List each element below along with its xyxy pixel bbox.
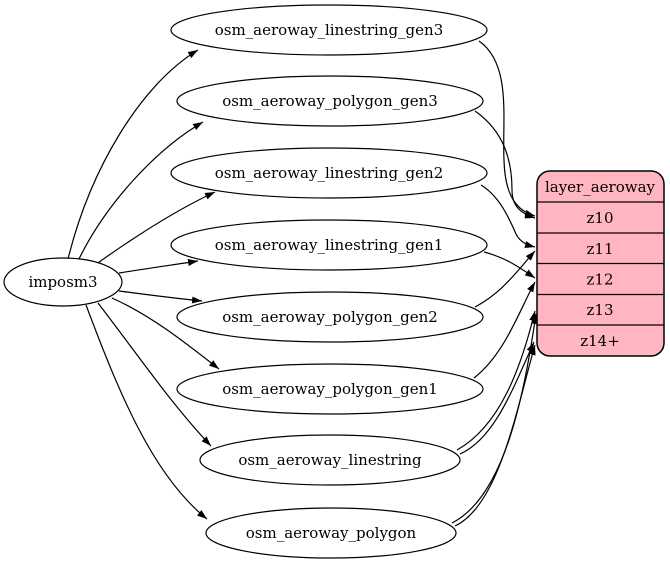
- table-shape: [170, 4, 488, 56]
- edge-polygon-to-z13: [451, 313, 538, 524]
- table-label: osm_aeroway_linestring_gen1: [215, 236, 444, 254]
- table-shape: [170, 219, 488, 271]
- node-osm-aeroway-linestring-gen1: osm_aeroway_linestring_gen1: [170, 219, 488, 271]
- edge-imposm3-to-polygon-gen1: [111, 297, 220, 370]
- table-shape: [176, 75, 484, 127]
- edge-polygon-gen3-to-z10: [474, 110, 536, 219]
- edge-polygon-gen1-to-z12: [473, 281, 536, 379]
- imposm3-label: imposm3: [28, 273, 97, 291]
- layer-aeroway-title: layer_aeroway: [545, 178, 656, 196]
- edge-imposm3-to-polygon-gen3: [77, 121, 204, 262]
- zoom-row-z13: z13: [587, 301, 614, 319]
- edge-imposm3-to-linestring-gen2: [94, 191, 216, 266]
- imposm3-shape: [3, 257, 123, 307]
- zoom-row-z10: z10: [587, 209, 614, 227]
- table-label: osm_aeroway_polygon_gen2: [222, 308, 438, 326]
- table-label: osm_aeroway_polygon: [246, 524, 417, 542]
- edge-linestring-gen3-to-z10: [478, 40, 536, 217]
- zoom-row-z11: z11: [587, 240, 614, 258]
- table-shape: [170, 147, 488, 199]
- table-label: osm_aeroway_polygon_gen1: [222, 380, 438, 398]
- node-osm-aeroway-polygon-gen1: osm_aeroway_polygon_gen1: [176, 363, 484, 415]
- table-shape: [199, 434, 461, 486]
- edge-polygon-to-z14: [454, 344, 536, 527]
- table-shape: [176, 363, 484, 415]
- edge-linestring-to-z13: [456, 310, 537, 451]
- node-osm-aeroway-linestring-gen2: osm_aeroway_linestring_gen2: [170, 147, 488, 199]
- edge-polygon-gen2-to-z11: [474, 250, 536, 308]
- edge-imposm3-to-linestring: [97, 302, 212, 447]
- table-label: osm_aeroway_linestring: [238, 451, 422, 469]
- table-shape: [205, 507, 457, 559]
- table-label: osm_aeroway_polygon_gen3: [222, 92, 438, 110]
- zoom-row-z12: z12: [587, 271, 614, 289]
- edge-linestring-to-z14: [459, 341, 535, 455]
- node-osm-aeroway-polygon-gen3: osm_aeroway_polygon_gen3: [176, 75, 484, 127]
- edge-imposm3-to-linestring-gen3: [67, 49, 199, 260]
- edge-linestring-gen1-to-z12: [483, 251, 536, 279]
- edge-linestring-gen2-to-z11: [480, 184, 536, 248]
- edges-from-source: [67, 49, 220, 520]
- node-osm-aeroway-linestring-gen3: osm_aeroway_linestring_gen3: [170, 4, 488, 56]
- table-label: osm_aeroway_linestring_gen3: [215, 21, 444, 39]
- edge-imposm3-to-linestring-gen1: [118, 259, 199, 274]
- node-osm-aeroway-polygon-gen2: osm_aeroway_polygon_gen2: [176, 291, 484, 343]
- table-shape: [176, 291, 484, 343]
- edges-to-layer: [451, 40, 538, 527]
- table-label: osm_aeroway_linestring_gen2: [215, 164, 444, 182]
- zoom-row-z14plus: z14+: [580, 332, 620, 350]
- edge-imposm3-to-polygon: [85, 304, 208, 520]
- node-imposm3: imposm3: [3, 257, 123, 307]
- node-osm-aeroway-linestring: osm_aeroway_linestring: [199, 434, 461, 486]
- node-layer-aeroway: layer_aeroway z10 z11 z12 z13 z14+: [536, 170, 665, 357]
- edge-imposm3-to-polygon-gen2: [118, 290, 203, 304]
- node-osm-aeroway-polygon: osm_aeroway_polygon: [205, 507, 457, 559]
